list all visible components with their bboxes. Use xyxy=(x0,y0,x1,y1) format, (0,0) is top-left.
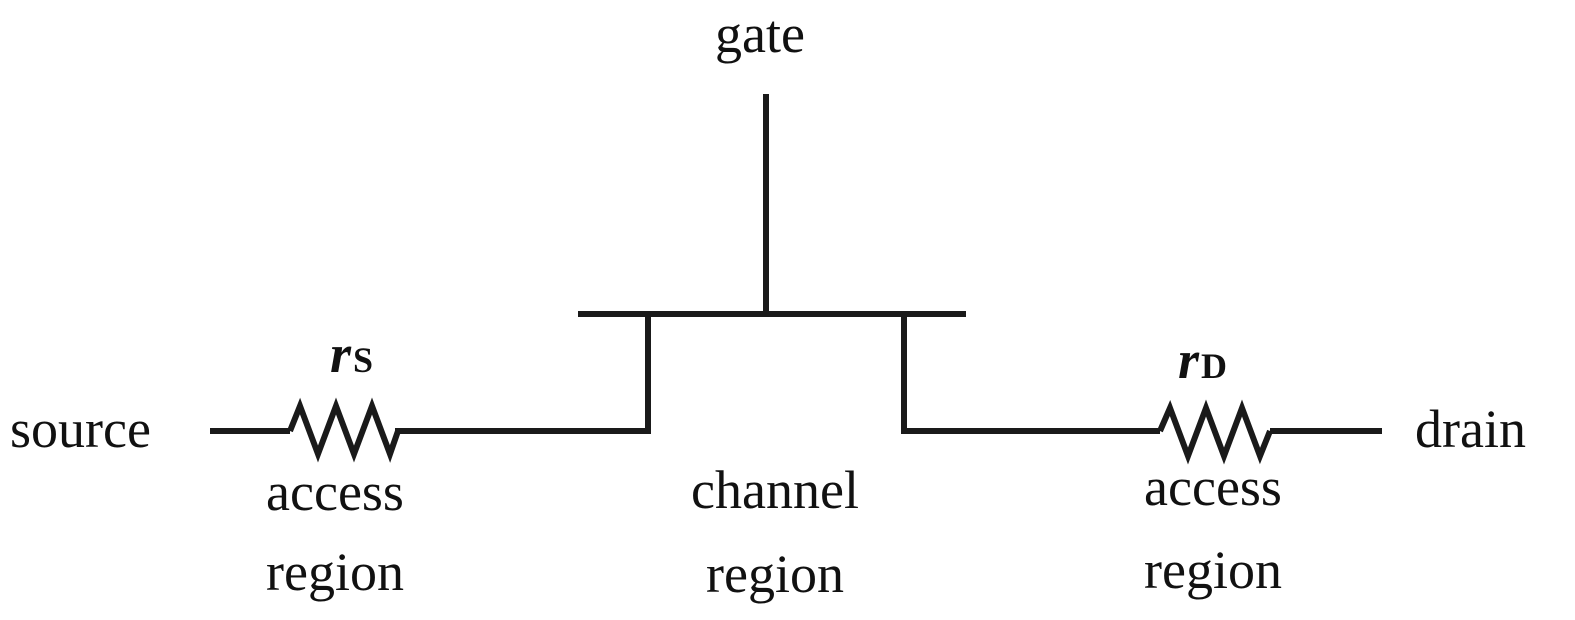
drain-access-region-line1: access xyxy=(1144,457,1282,517)
drain-access-region-line2: region xyxy=(1144,540,1282,600)
drain-resistor-label: rD xyxy=(1178,330,1227,390)
source-access-region-line2: region xyxy=(266,542,404,602)
source-label: source xyxy=(10,399,151,459)
source-resistor-label: rS xyxy=(330,324,373,384)
channel-drain-leg xyxy=(901,314,1160,434)
channel-region-line2: region xyxy=(706,544,844,604)
channel-source-leg xyxy=(395,314,651,434)
source-access-region-line1: access xyxy=(266,462,404,522)
gate-label: gate xyxy=(715,4,805,64)
source-resistor-icon xyxy=(287,397,401,463)
drain-resistor-icon xyxy=(1157,399,1273,465)
channel-region-line1: channel xyxy=(691,460,859,520)
drain-label: drain xyxy=(1415,399,1526,459)
